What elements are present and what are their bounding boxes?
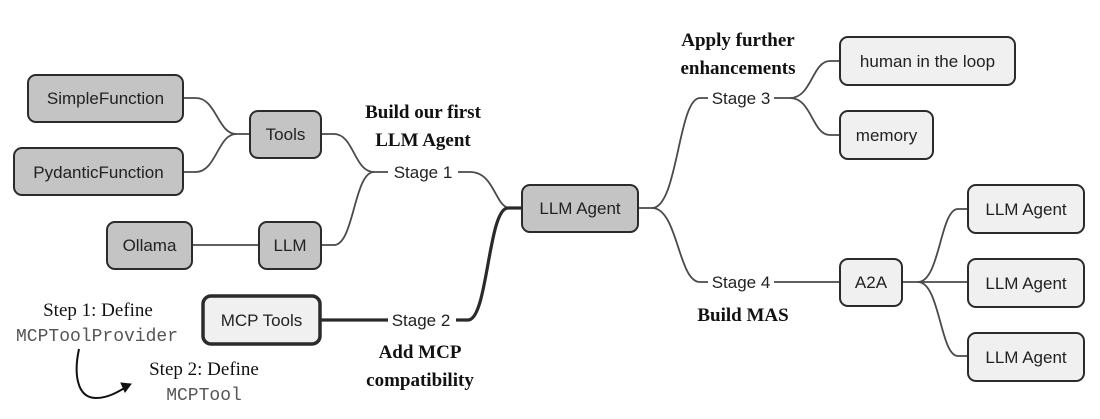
stage-2-caption-line-2: compatibility	[366, 370, 474, 391]
node-label: PydanticFunction	[33, 163, 163, 182]
edge-simplefunction-tools	[183, 97, 250, 135]
stage-4-label: Stage 4	[712, 273, 771, 292]
edge-root-stage3	[638, 97, 708, 209]
stage-2-label: Stage 2	[392, 311, 451, 330]
step-arrow-icon	[75, 348, 132, 400]
node-label: human in the loop	[860, 52, 995, 71]
node-label: LLM	[273, 236, 306, 255]
edge-a2a-agent1	[902, 208, 968, 283]
stage-2-caption-line-1: Add MCP	[379, 342, 462, 363]
edge-stage2-root	[456, 206, 522, 322]
edges	[183, 60, 968, 357]
node-tools[interactable]: Tools	[249, 110, 322, 159]
node-label: Ollama	[123, 236, 177, 255]
node-ollama[interactable]: Ollama	[106, 221, 193, 270]
edge-llm-stage1	[321, 171, 375, 246]
node-root-llm-agent[interactable]: LLM Agent	[521, 184, 639, 233]
stage-1-label: Stage 1	[394, 163, 453, 182]
step-2-code: MCPTool	[166, 386, 242, 406]
node-label: SimpleFunction	[47, 89, 164, 108]
node-a2a[interactable]: A2A	[839, 258, 903, 307]
node-mcp-tools[interactable]: MCP Tools	[201, 294, 322, 346]
node-pydanticfunction[interactable]: PydanticFunction	[13, 147, 184, 196]
step-2-label: Step 2: Define	[149, 359, 259, 380]
step-1-code: MCPToolProvider	[16, 327, 178, 347]
node-llm[interactable]: LLM	[258, 221, 322, 270]
node-label: A2A	[855, 273, 888, 292]
node-human-in-the-loop[interactable]: human in the loop	[839, 36, 1016, 86]
stage-4-caption: Build MAS	[697, 305, 788, 326]
node-agent-1[interactable]: LLM Agent	[967, 184, 1085, 234]
stage-3-label: Stage 3	[712, 89, 771, 108]
node-label: memory	[856, 126, 918, 145]
stage-3-caption-line-2: enhancements	[680, 58, 795, 79]
edge-pydanticfunction-tools	[183, 133, 237, 173]
node-label: MCP Tools	[221, 311, 303, 330]
node-simplefunction[interactable]: SimpleFunction	[27, 74, 184, 123]
edge-stage1-root	[458, 171, 522, 209]
edge-stage3-memory	[789, 97, 840, 136]
node-agent-2[interactable]: LLM Agent	[967, 258, 1085, 308]
node-label: LLM Agent	[985, 348, 1067, 367]
stage-3-caption-line-1: Apply further	[681, 30, 795, 51]
node-label: LLM Agent	[539, 199, 621, 218]
node-agent-3[interactable]: LLM Agent	[967, 332, 1085, 382]
node-memory[interactable]: memory	[839, 110, 934, 160]
edge-a2a-agent3	[917, 281, 968, 357]
node-label: LLM Agent	[985, 200, 1067, 219]
edge-root-stage4	[651, 207, 708, 283]
node-label: Tools	[266, 125, 306, 144]
step-1-label: Step 1: Define	[43, 300, 153, 321]
stage-1-caption-line-2: LLM Agent	[375, 130, 471, 151]
stage-1-caption-line-1: Build our first	[365, 102, 481, 123]
node-label: LLM Agent	[985, 274, 1067, 293]
